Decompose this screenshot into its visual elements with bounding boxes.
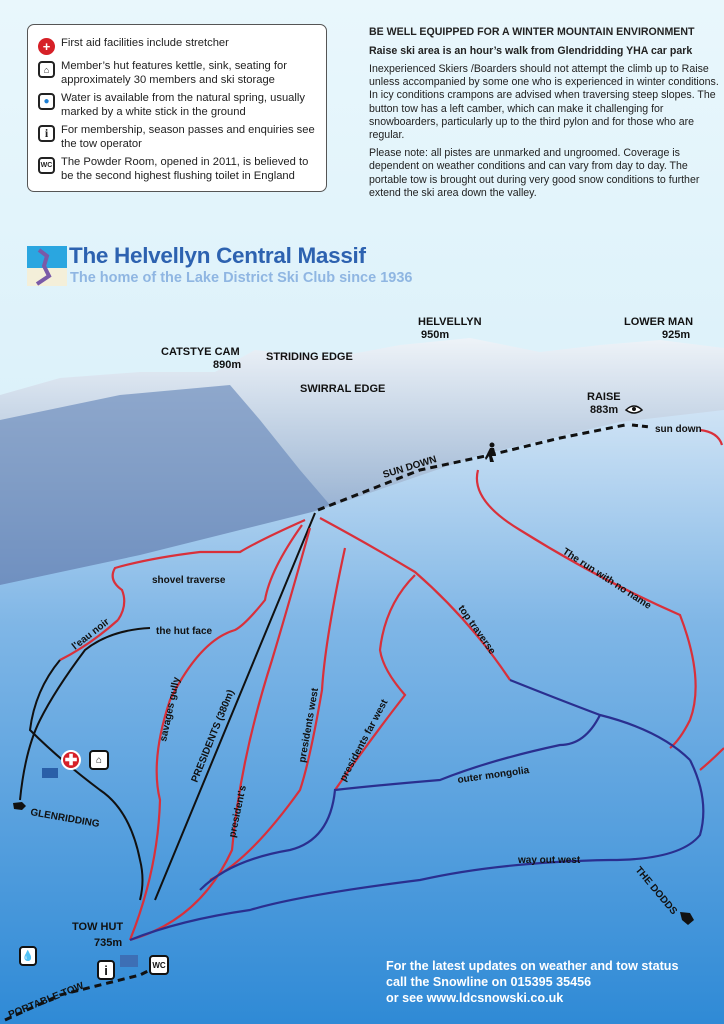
hut-icon: ⌂ [38,61,55,78]
piste-top-traverse-red [319,517,511,681]
page-subtitle: The home of the Lake District Ski Club s… [70,270,413,286]
presidents-tow-line [154,512,316,901]
safety-heading: BE WELL EQUIPPED FOR A WINTER MOUNTAIN E… [369,26,695,38]
striding-edge-label: STRIDING EDGE [266,351,353,363]
legend-item-water: ● Water is available from the natural sp… [38,92,318,119]
piste-sun-down-lower [699,428,724,446]
peak-catstye-cam-height: 890m [213,359,241,371]
peak-raise-name: RAISE [587,391,621,403]
legend-item-info: i For membership, season passes and enqu… [38,124,318,151]
peak-helvellyn-name: HELVELLYN [418,316,482,328]
peak-raise-height: 883m [590,404,618,416]
water-drop-icon: ● [38,93,55,110]
piste-way-out-west [129,759,705,942]
water-drop-map-icon: 💧 [19,946,37,966]
footer-line-2: call the Snowline on 015395 35456 [386,975,592,989]
info-icon: i [38,125,55,142]
wc-map-icon: WC [149,955,169,975]
first-aid-icon: + [38,38,55,55]
snowline-info: For the latest updates on weather and to… [386,958,679,1006]
piste-right-edge [699,747,724,771]
safety-paragraph-2: Please note: all pistes are unmarked and… [369,147,700,199]
piste-outer-mongolia [199,714,601,891]
route-to-glenridding [28,659,144,901]
legend-text: The Powder Room, opened in 2011, is beli… [61,156,309,182]
snow-slope [0,410,724,1024]
page-title: The Helvellyn Central Massif [69,243,366,268]
peak-catstye-cam-name: CATSTYE CAM [161,346,240,358]
safety-subheading: Raise ski area is an hour’s walk from Gl… [369,45,693,57]
piste-run-with-no-name [475,469,697,749]
tow-hut-height: 735m [94,937,122,949]
piste-leau-noir [59,619,119,661]
legend-item-wc: WC The Powder Room, opened in 2011, is b… [38,156,318,183]
legend-text: For membership, season passes and enquir… [61,124,315,150]
sun-down-lower-dashed [631,423,651,429]
legend-text: Member’s hut features kettle, sink, seat… [61,60,287,86]
legend-item-hut: ⌂ Member’s hut features kettle, sink, se… [38,60,318,87]
route-the-hut-face [19,627,151,801]
tow-hut-building [120,955,138,967]
piste-presidents-west [209,547,347,881]
piste-top-traverse-blue [509,678,691,761]
club-logo-icon [27,246,67,286]
swirral-edge-label: SWIRRAL EDGE [300,383,385,395]
first-aid-map-icon: ✚ [61,750,81,770]
tow-hut-name: TOW HUT [72,921,123,933]
label-the-hut-face: the hut face [156,626,213,637]
piste-shovel-traverse [111,518,306,621]
wc-icon: WC [38,157,55,174]
safety-info: BE WELL EQUIPPED FOR A WINTER MOUNTAIN E… [369,26,719,205]
hut-map-icon: ⌂ [89,750,109,770]
info-map-icon: i [97,960,115,980]
raise-summit-marker-icon [624,405,644,414]
the-dodds-pointer-icon [680,912,694,925]
footer-website-link[interactable]: or see www.ldcsnowski.co.uk [386,991,564,1005]
piste-presidents [129,527,312,942]
legend-text: First aid facilities include stretcher [61,37,229,49]
label-way-out-west: way out west [517,855,581,866]
peak-lower-man-height: 925m [662,329,690,341]
footer-line-1: For the latest updates on weather and to… [386,959,679,973]
legend-item-first-aid: + First aid facilities include stretcher [38,37,318,55]
legend-box: + First aid facilities include stretcher… [27,24,327,192]
piste-presidents-far-west [334,574,416,791]
legend-text: Water is available from the natural spri… [61,92,305,118]
peak-lower-man-name: LOWER MAN [624,316,693,328]
portable-tow-dashed [4,968,151,1022]
safety-paragraph-1: Inexperienced Skiers /Boarders should no… [369,63,719,142]
members-hut-building [42,768,58,778]
glenridding-pointer-icon [13,802,26,810]
label-shovel-traverse: shovel traverse [152,575,226,586]
label-sun-down-lower: sun down [655,424,702,435]
walker-icon [485,442,496,462]
piste-savages-gully [128,524,303,941]
peak-helvellyn-height: 950m [421,329,449,341]
